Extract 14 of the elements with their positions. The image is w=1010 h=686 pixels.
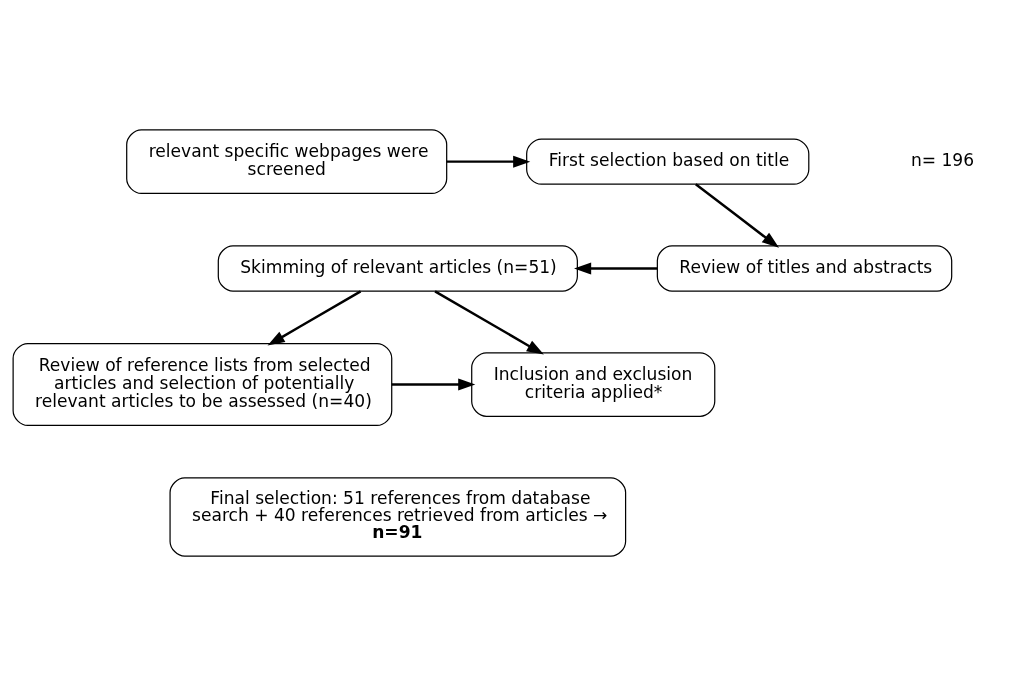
node-box: Review of titles and abstracts — [656, 245, 953, 292]
arrow — [446, 155, 531, 168]
arrow — [574, 262, 658, 275]
node-box: Review of reference lists from selected articles and selection of potentially relevant articles to be assessed (n=40) — [12, 343, 393, 427]
arrow — [695, 183, 779, 248]
node-box: relevant specific webpages were screened — [126, 129, 448, 194]
node-box: Inclusion and exclusion criteria applied* — [471, 352, 716, 417]
node-box: First selection based on title — [526, 138, 810, 185]
node-box: Final selection: 51 references from database search + 40 references retrieved from articles → n=91 — [169, 477, 627, 557]
arrow — [434, 290, 544, 355]
node-box: Skimming of relevant articles (n=51) — [217, 245, 578, 292]
arrow — [391, 378, 476, 391]
arrow — [267, 290, 362, 346]
label: n= 196 — [910, 150, 975, 171]
